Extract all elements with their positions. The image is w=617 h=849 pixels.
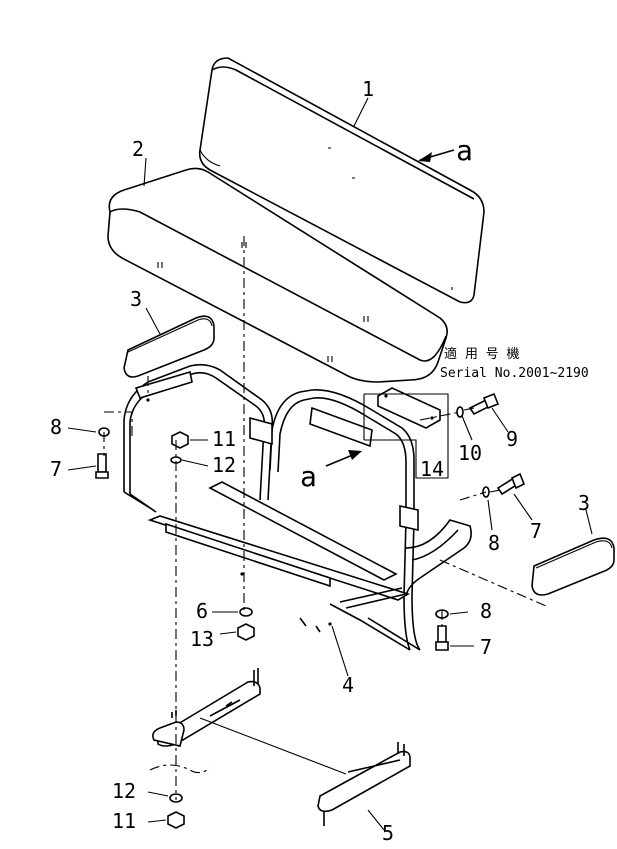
callout-2: 2 (132, 137, 144, 161)
seat-cushion (107, 167, 448, 383)
callout-7-left: 7 (50, 457, 62, 481)
callout-7-right-upper: 7 (530, 519, 542, 543)
bolt-9 (468, 392, 500, 416)
callout-9: 9 (506, 427, 518, 451)
armrest-right (531, 537, 615, 596)
slide-rail-right (317, 742, 411, 826)
callout-10: 10 (458, 441, 482, 465)
bolt-7-right-lower (435, 625, 449, 651)
serial-note-range: Serial No.2001~2190 (440, 366, 589, 381)
callout-7-right-lower: 7 (480, 635, 492, 659)
washer-10 (456, 406, 464, 418)
callout-8-left: 8 (50, 415, 62, 439)
callout-4: 4 (342, 673, 354, 697)
nut-11-top (171, 431, 189, 449)
callout-6: 6 (196, 599, 208, 623)
view-marker-a-top: a (456, 134, 473, 167)
callout-1: 1 (362, 77, 374, 101)
view-arrow-a-top (418, 149, 455, 162)
callout-11-top: 11 (212, 427, 236, 451)
callout-13: 13 (190, 627, 214, 651)
bolt-7-left (95, 453, 109, 479)
callout-8-right-lower: 8 (480, 599, 492, 623)
washer-6 (239, 607, 253, 617)
nut-13 (237, 623, 255, 641)
callout-3-left: 3 (130, 287, 142, 311)
callout-12-top: 12 (212, 453, 236, 477)
callout-11-bottom: 11 (112, 809, 136, 833)
view-arrow-a-bottom (325, 450, 362, 467)
bolt-7-right-upper (496, 472, 526, 496)
callout-8-right-upper: 8 (488, 531, 500, 555)
backrest-cushion (198, 57, 485, 304)
view-marker-a-bottom: a (300, 460, 317, 493)
slide-rail-link (199, 717, 347, 775)
leader-lines (67, 97, 593, 831)
callout-5: 5 (382, 821, 394, 845)
seat-frame (123, 363, 472, 651)
callout-3-right: 3 (578, 491, 590, 515)
serial-note-title: 適 用 号 機 (444, 346, 519, 362)
alignment-lines (103, 236, 547, 800)
bracket-plate-14 (363, 387, 449, 479)
callout-14: 14 (420, 457, 444, 481)
callout-12-bottom: 12 (112, 779, 136, 803)
armrest-left (123, 315, 215, 378)
nut-11-bottom (167, 811, 185, 829)
